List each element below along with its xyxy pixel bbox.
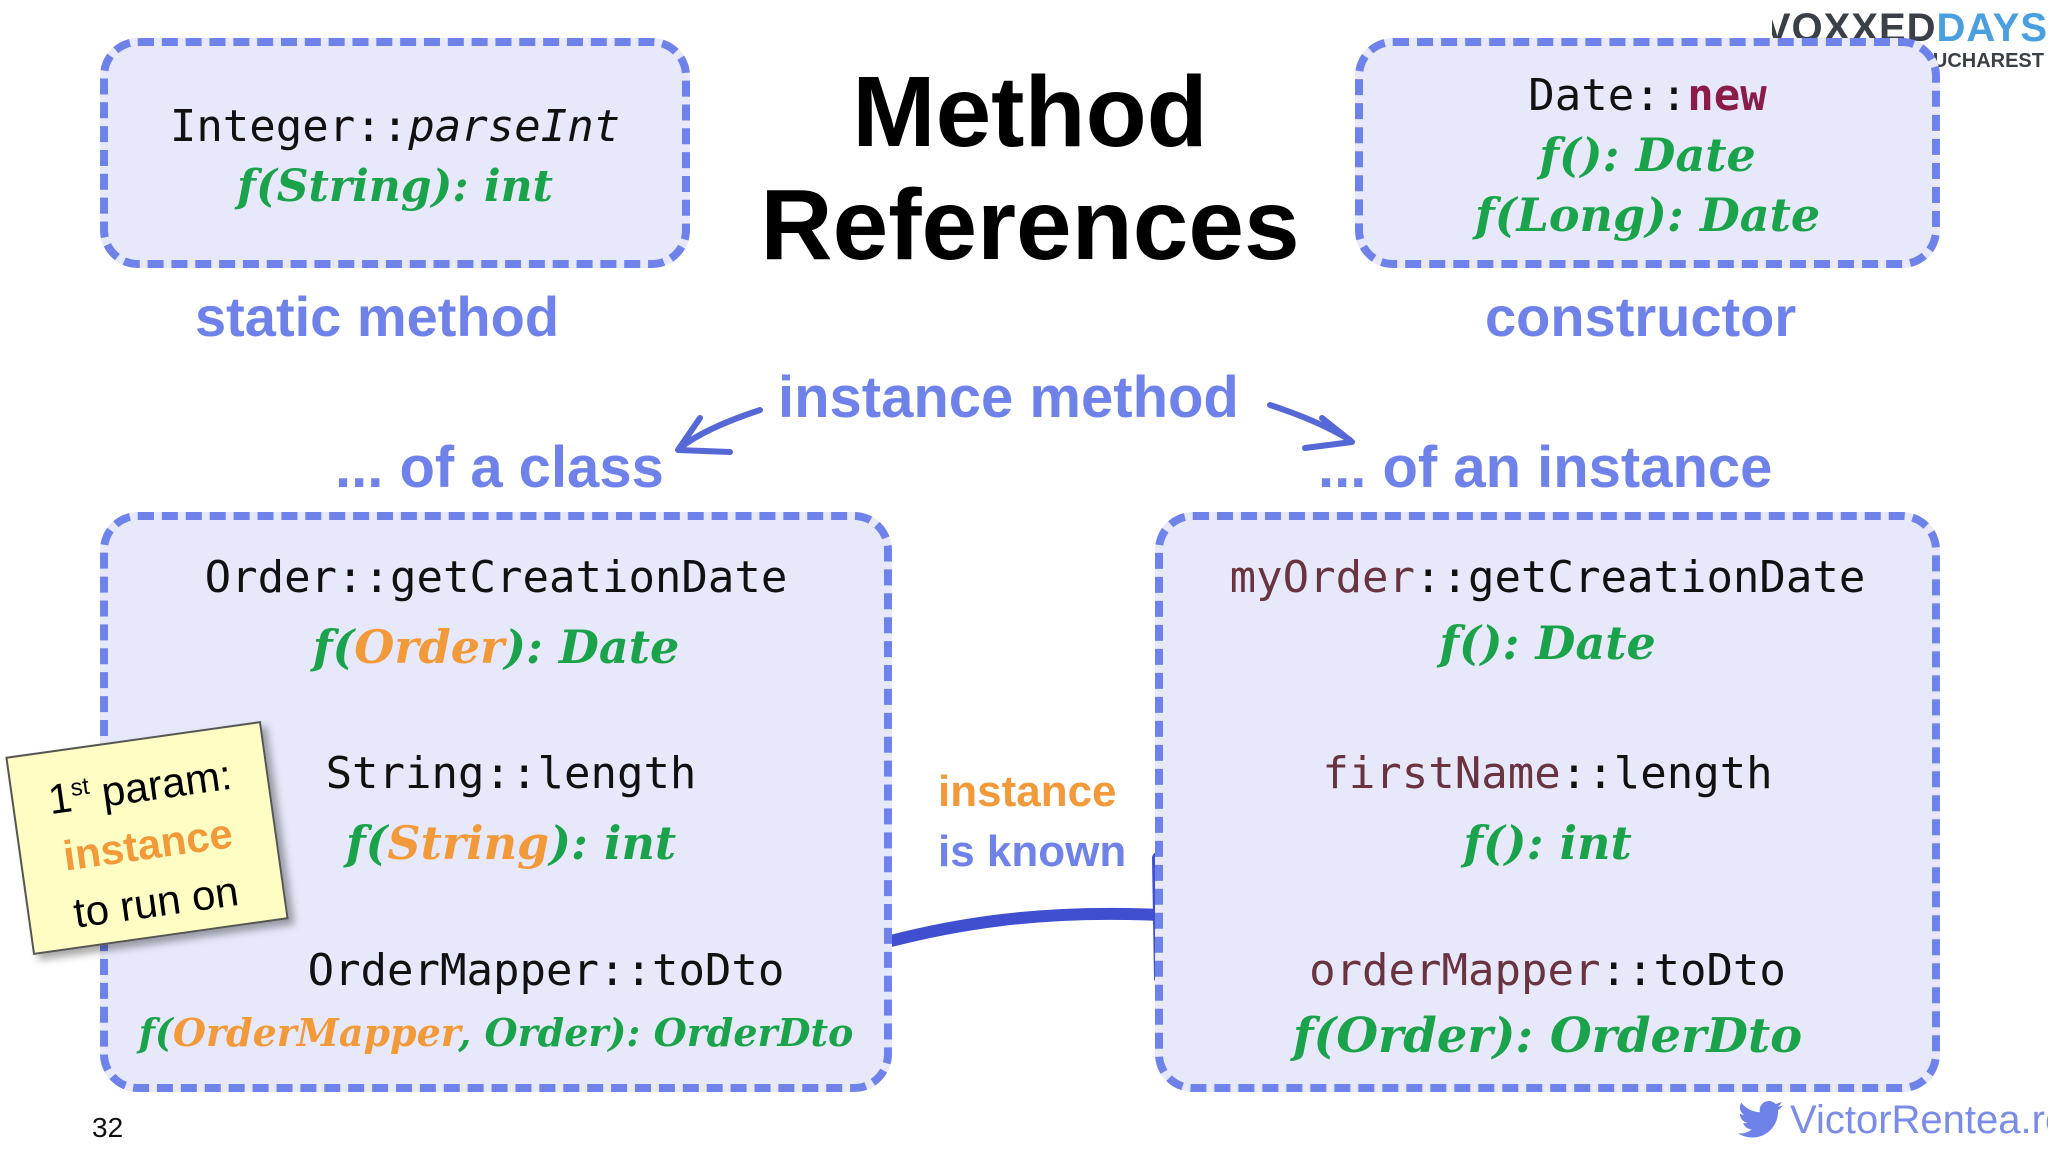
sig-arg: String — [387, 816, 550, 870]
sig-arg-order: , Order — [458, 1010, 609, 1055]
sig-prefix: f( — [237, 161, 277, 212]
class-row-2-signature: f(String): int — [108, 816, 884, 870]
label-static-method: static method — [195, 285, 560, 348]
sig-prefix: f( — [345, 816, 388, 870]
class-row-1-code: Order::getCreationDate — [204, 552, 788, 603]
constructor-box: Date::new f(): Date f(Long): Date — [1355, 38, 1940, 268]
sig-arg: String — [276, 161, 432, 212]
sig-prefix: f( — [1474, 188, 1517, 242]
instance-of-instance-box: myOrder::getCreationDate f(): Date first… — [1155, 512, 1940, 1092]
code-sep: :: — [1634, 70, 1688, 121]
static-method-code: Integer::parseInt — [108, 101, 682, 152]
code-sep: :: — [355, 101, 409, 152]
label-of-a-class: ... of a class — [335, 435, 664, 500]
code-method: parseInt — [408, 101, 621, 152]
sig-arg-mapper: OrderMapper — [172, 1010, 459, 1055]
label-of-an-instance: ... of an instance — [1318, 435, 1773, 500]
page-number: 32 — [92, 1112, 124, 1143]
instance-row-2-signature: f(): int — [1463, 816, 1632, 870]
footer-site: VictorRentea.ro — [1790, 1098, 2048, 1142]
logo-city: UCHAREST — [1932, 50, 2044, 72]
instance-known-text: instance is known — [938, 762, 1126, 882]
instance-variable: orderMapper — [1309, 945, 1601, 996]
sig-arg: Order — [354, 620, 505, 674]
label-constructor: constructor — [1485, 285, 1797, 348]
instance-known-line1: instance — [938, 767, 1117, 816]
sig-arg: Long — [1516, 188, 1646, 242]
code-keyword: new — [1687, 70, 1767, 121]
instance-known-line2: is known — [938, 827, 1127, 876]
constructor-signature-1: f(): Date — [1539, 128, 1756, 182]
code-class: Date — [1528, 70, 1635, 121]
sig-suffix: ): int — [549, 816, 677, 870]
slide-title: Method References — [730, 60, 1330, 278]
class-row-2-code: String::length — [325, 748, 697, 799]
logo-part2: DAYS — [1936, 6, 2048, 50]
instance-variable: firstName — [1322, 748, 1561, 799]
instance-variable: myOrder — [1229, 552, 1416, 603]
static-method-signature: f(String): int — [108, 161, 682, 212]
code-class: Integer — [169, 101, 356, 152]
twitter-bird-icon — [1738, 1101, 1783, 1138]
class-row-1-signature: f(Order): Date — [108, 620, 884, 674]
sig-suffix: ): int — [431, 161, 553, 212]
sig-prefix: f( — [312, 620, 355, 674]
method-ref: ::getCreationDate — [1415, 552, 1866, 603]
footer-credit: VictorRentea.ro — [1738, 1098, 2048, 1143]
sig-prefix: f( — [138, 1010, 173, 1055]
arrow-to-class — [675, 407, 763, 455]
constructor-signature-2: f(Long): Date — [1363, 188, 1932, 242]
sig-suffix: ): Date — [504, 620, 680, 674]
sig-suffix: ): Date — [1645, 188, 1821, 242]
instance-row-3-signature: f(Order): OrderDto — [1292, 1008, 1803, 1064]
static-method-box: Integer::parseInt f(String): int — [100, 38, 690, 268]
class-row-3-code: OrderMapper::toDto — [307, 945, 785, 996]
label-instance-method: instance method — [778, 365, 1239, 430]
instance-row-1-signature: f(): Date — [1439, 616, 1656, 670]
sig-suffix: ): OrderDto — [608, 1010, 854, 1055]
method-ref: ::length — [1560, 748, 1773, 799]
sticky-note: 1st param: instance to run on — [5, 721, 289, 955]
class-row-3-signature: f(OrderMapper, Order): OrderDto — [108, 1010, 884, 1055]
method-ref: ::toDto — [1600, 945, 1786, 996]
instance-row-2-code: firstName::length — [1163, 748, 1932, 799]
arrow-to-instance — [1267, 402, 1355, 451]
title-line2: References — [760, 169, 1300, 281]
instance-row-3-code: orderMapper::toDto — [1163, 945, 1932, 996]
instance-row-1-code: myOrder::getCreationDate — [1163, 552, 1932, 603]
constructor-code: Date::new — [1363, 70, 1932, 121]
title-line1: Method — [852, 56, 1208, 168]
